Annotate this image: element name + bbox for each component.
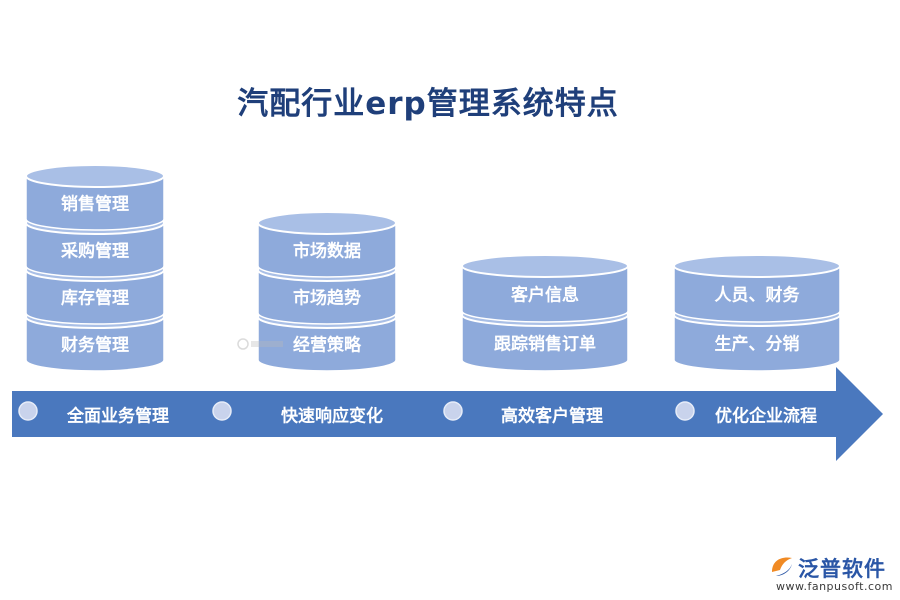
cylinder-stack-1 bbox=[25, 164, 165, 372]
stack-label: 客户信息 bbox=[511, 285, 579, 305]
cylinder-body bbox=[461, 314, 629, 372]
stack-label: 经营策略 bbox=[293, 335, 361, 355]
cylinder-segment bbox=[25, 164, 165, 231]
cylinder-body bbox=[25, 316, 165, 372]
watermark-logo bbox=[237, 338, 283, 350]
cylinder-segment bbox=[461, 254, 629, 323]
cylinder-body bbox=[25, 269, 165, 325]
stack-label: 人员、财务 bbox=[714, 285, 800, 305]
cylinder-stack-3 bbox=[461, 254, 629, 372]
cylinder-segment bbox=[257, 211, 397, 278]
bullet-dot bbox=[212, 401, 232, 421]
bullet-dot bbox=[675, 401, 695, 421]
stack-label: 市场数据 bbox=[293, 241, 361, 261]
cylinder-body bbox=[257, 269, 397, 325]
cylinder-segment bbox=[673, 254, 841, 323]
cylinder-body bbox=[461, 265, 629, 323]
cylinder-stacks bbox=[25, 164, 841, 372]
cylinder-top bbox=[673, 254, 841, 278]
stack-label: 库存管理 bbox=[61, 288, 129, 308]
cylinder-body bbox=[25, 222, 165, 278]
stack-label: 采购管理 bbox=[61, 241, 129, 261]
brand-logo-icon bbox=[772, 557, 792, 576]
cylinder-body bbox=[673, 314, 841, 372]
arrow-item-label: 全面业务管理 bbox=[67, 406, 169, 427]
cylinder-body bbox=[673, 265, 841, 323]
cylinder-body bbox=[25, 175, 165, 231]
brand-logo: 泛普软件 www.fanpusoft.com bbox=[768, 552, 894, 596]
stack-label: 生产、分销 bbox=[714, 334, 800, 354]
brand-url: www.fanpusoft.com bbox=[776, 580, 893, 593]
arrow-item-label: 快速响应变化 bbox=[281, 406, 383, 427]
stack-label: 销售管理 bbox=[61, 194, 129, 214]
arrow-item-label: 优化企业流程 bbox=[715, 406, 817, 427]
cylinder-body bbox=[257, 316, 397, 372]
cylinder-top bbox=[257, 211, 397, 235]
stack-label: 市场趋势 bbox=[293, 288, 361, 308]
bullet-dot bbox=[18, 401, 38, 421]
process-arrow bbox=[12, 367, 883, 461]
cylinder-stack-4 bbox=[673, 254, 841, 372]
stack-label: 财务管理 bbox=[61, 335, 129, 355]
cylinder-top bbox=[25, 164, 165, 188]
diagram-title: 汽配行业erp管理系统特点 bbox=[237, 86, 619, 122]
stack-label: 跟踪销售订单 bbox=[494, 334, 596, 354]
bullet-dot bbox=[443, 401, 463, 421]
cylinder-top bbox=[461, 254, 629, 278]
arrow-item-label: 高效客户管理 bbox=[501, 406, 603, 427]
cylinder-stack-2 bbox=[257, 211, 397, 372]
brand-name: 泛普软件 bbox=[798, 557, 886, 581]
cylinder-body bbox=[257, 222, 397, 278]
